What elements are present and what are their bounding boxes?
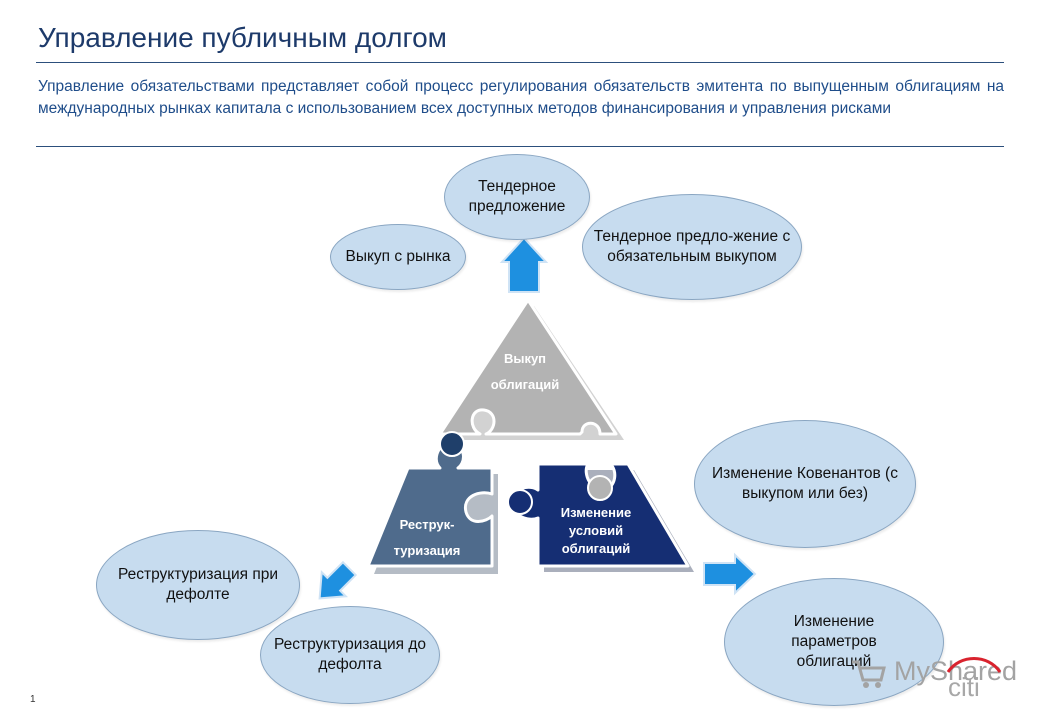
cart-icon [852, 660, 886, 688]
puzzle-piece-left [366, 431, 498, 574]
node-tender-offer: Тендерное предложение [444, 154, 590, 240]
arrow-right-icon [703, 552, 757, 596]
title-divider [36, 62, 1004, 63]
node-restructuring-before-default: Реструктуризация до дефолта [260, 606, 440, 704]
brand-logo: citi [948, 672, 980, 702]
node-bond-params: Изменение параметров облигаций [724, 578, 944, 706]
page-subtitle: Управление обязательствами представляет … [38, 78, 1004, 117]
node-restructuring-default: Реструктуризация при дефолте [96, 530, 300, 640]
node-market-buyback: Выкуп с рынка [330, 224, 466, 290]
puzzle-label-left: Реструк-туризация [393, 517, 461, 558]
subtitle-divider [36, 146, 1004, 147]
page-number: 1 [30, 694, 36, 705]
puzzle-label-right: Изменение условий облигаций [560, 505, 632, 556]
node-tender-mandatory: Тендерное предло-жение с обязательным вы… [582, 194, 802, 300]
watermark: MyShared [894, 656, 1018, 686]
arrow-up-icon [499, 236, 549, 293]
node-covenants: Изменение Ковенантов (с выкупом или без) [694, 420, 916, 548]
arrow-down-left-icon [318, 560, 358, 600]
puzzle-piece-top [438, 298, 624, 440]
puzzle-label-top: Выкуп облигаций [490, 351, 560, 392]
brand-arc-icon [946, 657, 1002, 673]
page-title: Управление публичным долгом [38, 22, 447, 53]
puzzle-piece-right [507, 462, 694, 572]
